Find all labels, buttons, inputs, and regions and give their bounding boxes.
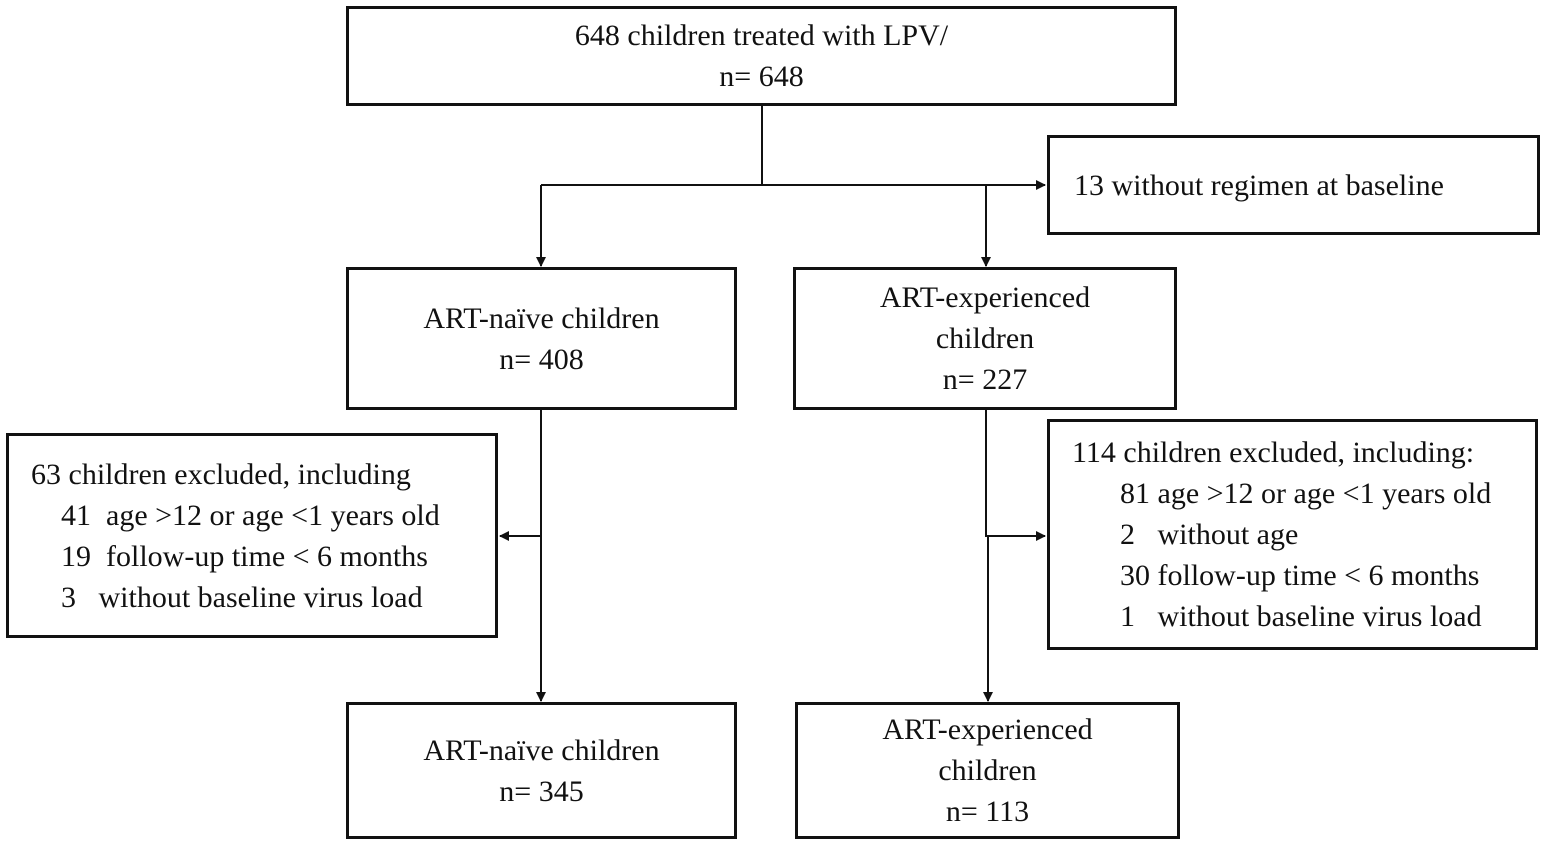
box-all-children-count: n= 648 (719, 60, 804, 93)
box-naive-initial: ART-naïve children n= 408 (346, 267, 737, 410)
box-all-children: 648 children treated with LPV/ n= 648 (346, 6, 1177, 106)
box-experienced-initial-label1: ART-experienced (879, 281, 1091, 314)
box-experienced-excluded-item: 2 without age (1120, 518, 1299, 551)
box-experienced-final-label1: ART-experienced (882, 713, 1093, 746)
box-experienced-excluded: 114 children excluded, including: 81 age… (1047, 419, 1538, 650)
box-experienced-excluded-item: 81 age >12 or age <1 years old (1120, 477, 1492, 510)
box-naive-excluded-header: 63 children excluded, including (31, 457, 411, 491)
box-excluded-regimen-text: 13 without regimen at baseline (1074, 168, 1444, 202)
box-experienced-excluded-header: 114 children excluded, including: (1072, 436, 1475, 469)
arrow-to-experienced-final (983, 407, 993, 702)
box-naive-final: ART-naïve children n= 345 (346, 702, 737, 839)
box-naive-excluded-item: 19 follow-up time < 6 months (61, 539, 428, 573)
box-naive-initial-count: n= 408 (499, 342, 584, 376)
box-naive-excluded-item: 3 without baseline virus load (61, 580, 423, 614)
box-experienced-final: ART-experienced children n= 113 (795, 702, 1180, 839)
box-experienced-initial-label2: children (935, 322, 1035, 355)
box-all-children-line1: 648 children treated with LPV/ (574, 19, 949, 52)
box-naive-final-label: ART-naïve children (423, 733, 660, 767)
box-naive-excluded-item: 41 age >12 or age <1 years old (61, 498, 440, 532)
box-experienced-excluded-item: 1 without baseline virus load (1120, 600, 1482, 633)
box-naive-excluded: 63 children excluded, including 41 age >… (6, 433, 498, 638)
box-experienced-excluded-item: 30 follow-up time < 6 months (1120, 559, 1480, 592)
box-experienced-final-count: n= 113 (945, 795, 1030, 828)
box-naive-final-count: n= 345 (499, 774, 584, 808)
box-experienced-final-label2: children (938, 754, 1037, 787)
box-naive-initial-label: ART-naïve children (423, 301, 660, 335)
box-experienced-initial-count: n= 227 (942, 363, 1028, 396)
box-experienced-initial: ART-experienced children n= 227 (793, 267, 1177, 410)
box-excluded-regimen: 13 without regimen at baseline (1047, 135, 1540, 235)
